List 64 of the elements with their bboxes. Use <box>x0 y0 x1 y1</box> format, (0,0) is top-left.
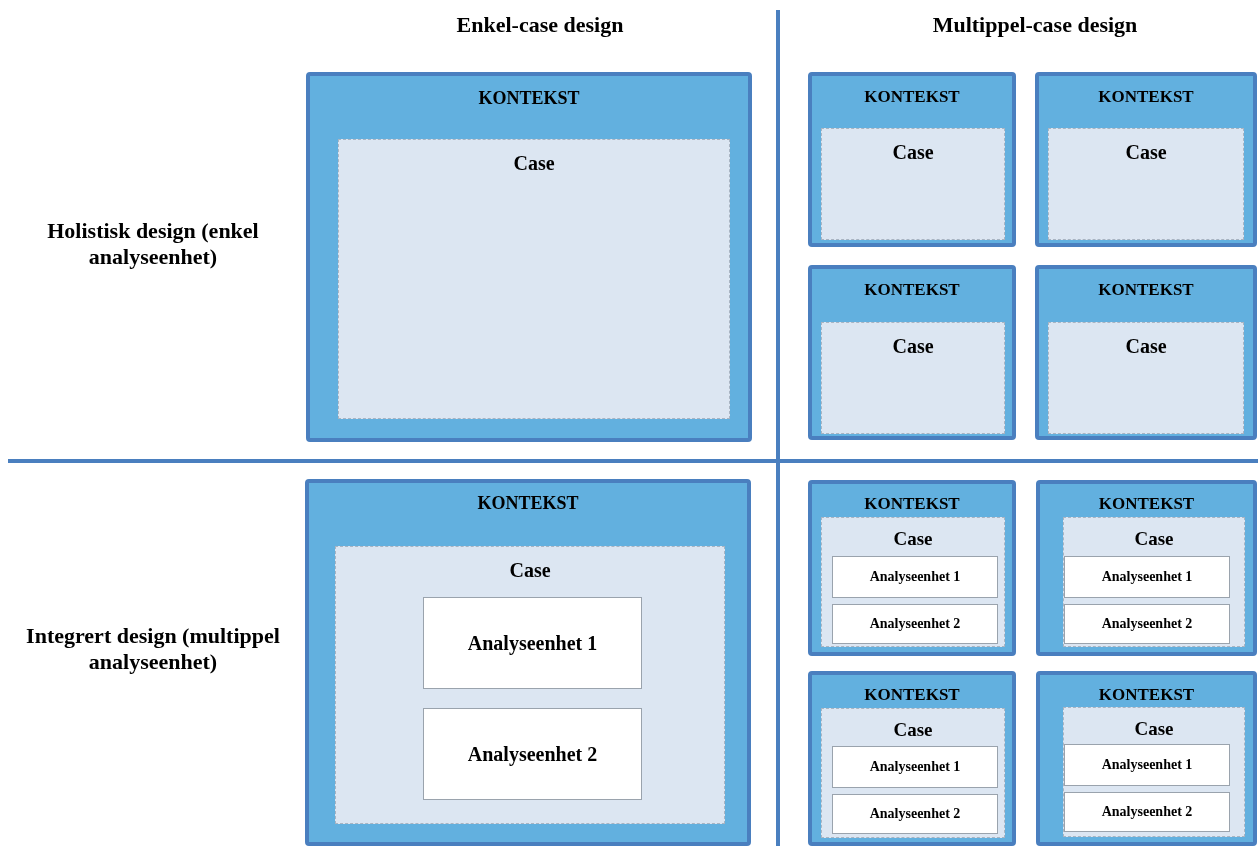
case-title: Case <box>892 141 934 164</box>
panel-title: KONTEKST <box>864 280 960 300</box>
unit-box <box>1064 604 1230 644</box>
context-panel <box>1035 72 1257 247</box>
context-panel <box>808 265 1016 440</box>
unit-box <box>1064 792 1230 832</box>
case-title: Case <box>1125 141 1167 164</box>
row-heading: Integrert design (multippel analyseenhet) <box>25 623 281 675</box>
case-title: Case <box>1134 718 1174 740</box>
context-panel <box>808 671 1016 846</box>
unit-box <box>423 597 642 689</box>
unit-label: Analyseenhet 2 <box>869 616 961 632</box>
context-panel <box>808 72 1016 247</box>
panel-title: KONTEKST <box>478 88 580 109</box>
unit-label: Analyseenhet 2 <box>869 806 961 822</box>
case-box <box>821 128 1005 240</box>
case-box <box>1048 128 1244 240</box>
panel-title: KONTEKST <box>1098 87 1194 107</box>
unit-box <box>1064 556 1230 598</box>
case-box <box>821 517 1005 647</box>
context-panel <box>1035 265 1257 440</box>
unit-box <box>832 604 998 644</box>
case-box <box>1063 707 1245 837</box>
context-panel <box>808 480 1016 656</box>
case-box <box>1063 517 1245 647</box>
case-title: Case <box>1134 528 1174 550</box>
case-box <box>335 546 725 824</box>
row-heading: Holistisk design (enkel analyseenhet) <box>46 218 260 270</box>
case-title: Case <box>892 335 934 358</box>
context-panel <box>1036 671 1257 846</box>
column-heading: Enkel-case design <box>455 12 625 38</box>
unit-label: Analyseenhet 1 <box>1101 569 1193 585</box>
unit-label: Analyseenhet 1 <box>1101 757 1193 773</box>
case-box <box>821 708 1005 838</box>
unit-box <box>1064 744 1230 786</box>
unit-box <box>423 708 642 800</box>
context-panel <box>306 72 752 442</box>
unit-label: Analyseenhet 2 <box>467 742 598 766</box>
panel-title: KONTEKST <box>1098 685 1195 705</box>
unit-box <box>832 556 998 598</box>
case-title: Case <box>509 559 551 582</box>
panel-title: KONTEKST <box>864 87 960 107</box>
case-title: Case <box>893 719 933 741</box>
case-title: Case <box>513 152 555 175</box>
unit-box <box>832 794 998 834</box>
case-title: Case <box>893 528 933 550</box>
case-box <box>338 139 730 419</box>
panel-title: KONTEKST <box>1098 280 1194 300</box>
case-title: Case <box>1125 335 1167 358</box>
context-panel <box>1036 480 1257 656</box>
context-panel <box>305 479 751 846</box>
column-heading: Multippel-case design <box>931 12 1139 38</box>
panel-title: KONTEKST <box>864 494 960 514</box>
unit-label: Analyseenhet 1 <box>869 759 961 775</box>
case-box <box>1048 322 1244 434</box>
unit-label: Analyseenhet 1 <box>467 631 598 655</box>
unit-label: Analyseenhet 2 <box>1101 616 1193 632</box>
panel-title: KONTEKST <box>1098 494 1195 514</box>
unit-label: Analyseenhet 2 <box>1101 804 1193 820</box>
case-box <box>821 322 1005 434</box>
unit-box <box>832 746 998 788</box>
panel-title: KONTEKST <box>477 493 579 514</box>
unit-label: Analyseenhet 1 <box>869 569 961 585</box>
panel-title: KONTEKST <box>864 685 960 705</box>
